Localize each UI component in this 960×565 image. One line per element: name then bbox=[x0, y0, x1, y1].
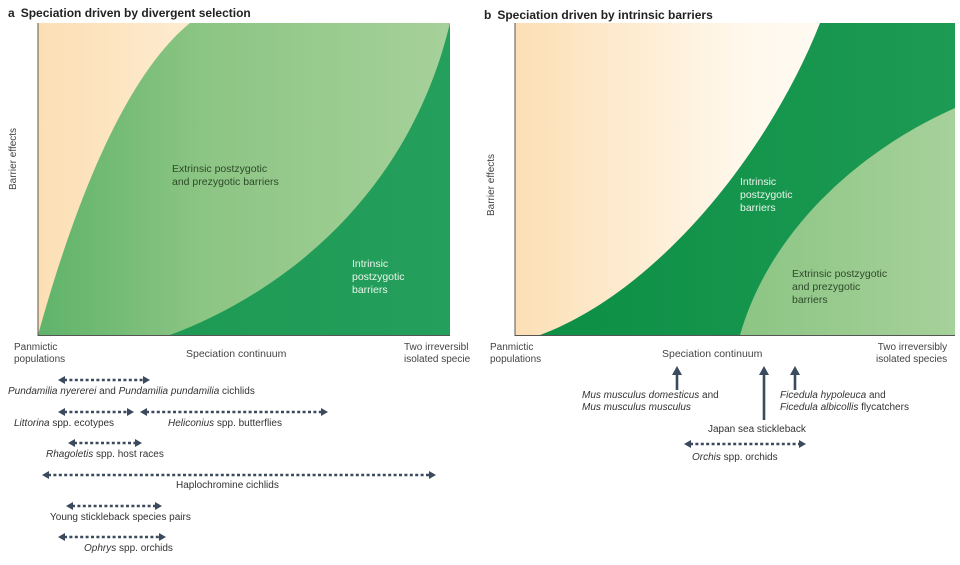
panel-a-arrowheads bbox=[42, 376, 436, 541]
panel-a-letter: a bbox=[8, 6, 15, 20]
species-japan-stickleback: Japan sea stickleback bbox=[708, 424, 806, 435]
panel-b-y-label: Barrier effects bbox=[486, 153, 497, 216]
species-heliconius: Heliconius spp. butterflies bbox=[168, 418, 282, 429]
panel-b-intrinsic-label: Intrinsic postzygotic barriers bbox=[740, 176, 793, 214]
species-young-stickleback: Young stickleback species pairs bbox=[50, 512, 191, 523]
panel-a-title: a Speciation driven by divergent selectio… bbox=[8, 6, 251, 20]
species-ficedula: Ficedula hypoleuca and Ficedula albicoll… bbox=[780, 390, 909, 413]
species-littorina: Littorina spp. ecotypes bbox=[14, 418, 115, 429]
species-orchis: Orchis spp. orchids bbox=[692, 452, 778, 463]
panel-b-extrinsic-label: Extrinsic postzygotic and prezygotic bar… bbox=[792, 268, 888, 306]
panel-a-y-label: Barrier effects bbox=[8, 127, 19, 190]
panel-a-intrinsic-label: Intrinsic postzygotic barriers bbox=[352, 258, 405, 296]
panel-b-title-text: Speciation driven by intrinsic barriers bbox=[497, 8, 713, 22]
panel-b-x-center-label: Speciation continuum bbox=[662, 348, 763, 360]
species-ophrys: Ophrys spp. orchids bbox=[84, 543, 173, 554]
panel-a-extrinsic-label: Extrinsic postzygotic and prezygotic bar… bbox=[172, 163, 279, 188]
species-mus: Mus musculus domesticus and Mus musculus… bbox=[582, 390, 719, 413]
panel-b-extrinsic-region bbox=[740, 108, 955, 335]
panel-b-point-arrows bbox=[675, 373, 797, 420]
panel-b-x-right-label: Two irreversibly isolated species bbox=[876, 342, 948, 365]
species-haplochromine: Haplochromine cichlids bbox=[176, 480, 279, 491]
panel-a-plot bbox=[37, 23, 450, 336]
panel-a-x-left-label: Panmictic populations bbox=[14, 342, 66, 365]
panel-b-arrowheads bbox=[672, 366, 806, 448]
panel-a-x-center-label: Speciation continuum bbox=[186, 348, 287, 360]
species-pundamilia: Pundamilia nyererei and Pundamilia punda… bbox=[8, 386, 255, 397]
panel-a-intrinsic-region bbox=[170, 23, 450, 335]
panel-a-x-right-label: Two irreversibl isolated specie bbox=[404, 342, 471, 365]
panel-b-title: b Speciation driven by intrinsic barriers bbox=[484, 8, 713, 22]
panel-b-x-left-label: Panmictic populations bbox=[490, 342, 542, 365]
panel-b-letter: b bbox=[484, 8, 492, 22]
panel-a-title-text: Speciation driven by divergent selection bbox=[20, 6, 251, 20]
panel-b-plot bbox=[514, 23, 955, 336]
panel-a-range-arrows bbox=[48, 378, 430, 539]
species-rhagoletis: Rhagoletis spp. host races bbox=[46, 449, 164, 460]
